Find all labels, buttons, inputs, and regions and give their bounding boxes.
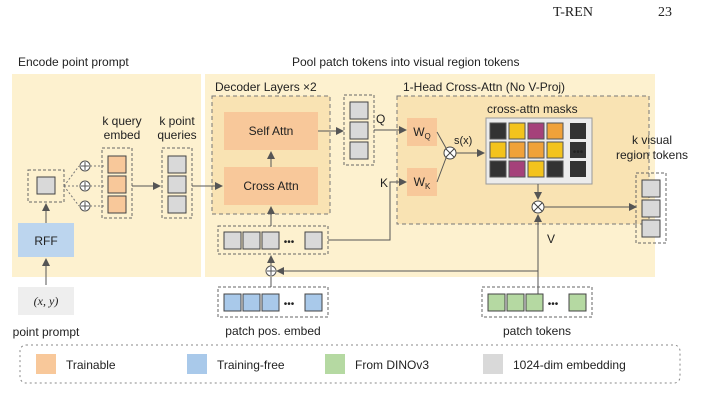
query-embed-token (107, 195, 127, 214)
mask-cell (546, 141, 564, 159)
decoder-output-token (349, 121, 369, 140)
patch-pos-embed-label: patch pos. embed (225, 324, 321, 338)
pos-token (223, 231, 242, 250)
wq-label: WQ (413, 125, 431, 141)
page-number: 23 (658, 5, 672, 20)
cross-attn-masks-label: cross-attn masks (487, 102, 578, 116)
k-label: K (380, 176, 389, 190)
ellipsis: ••• (573, 147, 584, 158)
arrow-keys-to-wk (328, 178, 407, 241)
point-query-token (167, 175, 187, 194)
rff-box (18, 223, 74, 257)
cross-attn-box (224, 167, 318, 205)
pool-section-title: Pool patch tokens into visual region tok… (292, 55, 520, 69)
legend-label: From DINOv3 (355, 358, 429, 372)
mask-cell (489, 141, 507, 159)
otimes-icon (443, 146, 457, 160)
patch-token (525, 293, 544, 312)
mask-cell (527, 160, 545, 178)
mask-cell (546, 122, 564, 140)
legend-label: 1024-dim embedding (513, 358, 626, 372)
patch-pos-token (223, 293, 242, 312)
region-tokens-group (635, 172, 667, 244)
wk-box (407, 168, 437, 196)
patch-token (568, 293, 587, 312)
query-embed-token (107, 175, 127, 194)
patch-pos-token (242, 293, 261, 312)
mask-cell (570, 123, 586, 139)
decoder-output-token (349, 141, 369, 160)
patch-pos-embed-group (217, 286, 329, 318)
q-label: Q (376, 112, 386, 126)
pos-token (304, 231, 323, 250)
k-query-embed-group (101, 147, 133, 219)
legend-swatch (187, 354, 207, 374)
plus-icons (79, 160, 91, 212)
mask-cell (527, 141, 545, 159)
cross-attn-head-title: 1-Head Cross-Attn (No V-Proj) (403, 80, 566, 94)
patch-pos-token (261, 293, 280, 312)
v-label: V (547, 232, 556, 246)
mask-cell (508, 122, 526, 140)
arrow-wq-to-otimes (436, 131, 447, 149)
plus-icon (265, 265, 277, 277)
legend-swatch (325, 354, 345, 374)
point-prompt-label: point prompt (12, 325, 80, 339)
patch-token (506, 293, 525, 312)
pos-token (242, 231, 261, 250)
decoder-layers-title: Decoder Layers ×2 (215, 80, 317, 94)
patch-tokens-group (481, 286, 593, 318)
mask-cell (527, 122, 545, 140)
header-title: T-REN (553, 5, 593, 20)
legend-box (19, 344, 681, 384)
encoded-point-token (36, 176, 56, 195)
cross-attn-mask-grid (489, 122, 586, 178)
arrow-wk-to-otimes (436, 157, 447, 183)
k-point-queries-group (161, 147, 193, 219)
sx-label: s(x) (454, 135, 473, 147)
wq-box (407, 118, 437, 146)
patch-token (487, 293, 506, 312)
region-token (641, 219, 661, 238)
otimes-icon (531, 200, 545, 214)
patch-tokens-label: patch tokens (502, 324, 572, 338)
decoder-output-token (349, 101, 369, 120)
legend-label: Trainable (66, 358, 116, 372)
ellipsis: ••• (548, 299, 559, 310)
legend-label: Training-free (217, 358, 285, 372)
mask-cell (570, 142, 586, 158)
mask-cell (570, 161, 586, 177)
legend-swatch (483, 354, 503, 374)
point-query-token (167, 195, 187, 214)
pos-token (261, 231, 280, 250)
mask-cell (508, 141, 526, 159)
ellipsis: ••• (284, 299, 295, 310)
self-attn-label: Self Attn (249, 124, 294, 138)
ellipsis: ••• (284, 237, 295, 248)
mask-cell (546, 160, 564, 178)
region-token (641, 179, 661, 198)
mask-cell (489, 160, 507, 178)
rff-label: RFF (34, 234, 57, 248)
region-token (641, 199, 661, 218)
legend-swatch (36, 354, 56, 374)
cross-attn-label: Cross Attn (243, 179, 298, 193)
wk-label: WK (414, 175, 431, 191)
legend: Trainable Training-free From DINOv3 1024-di… (36, 354, 626, 374)
point-query-token (167, 155, 187, 174)
pos-token-group (217, 225, 329, 255)
encode-section-title: Encode point prompt (18, 55, 129, 69)
patch-pos-token (304, 293, 323, 312)
point-prompt-box (18, 287, 74, 315)
query-embed-token (107, 155, 127, 174)
point-prompt-value: (x, y) (33, 294, 59, 308)
mask-cell (489, 122, 507, 140)
mask-cell (508, 160, 526, 178)
self-attn-box (224, 112, 318, 150)
